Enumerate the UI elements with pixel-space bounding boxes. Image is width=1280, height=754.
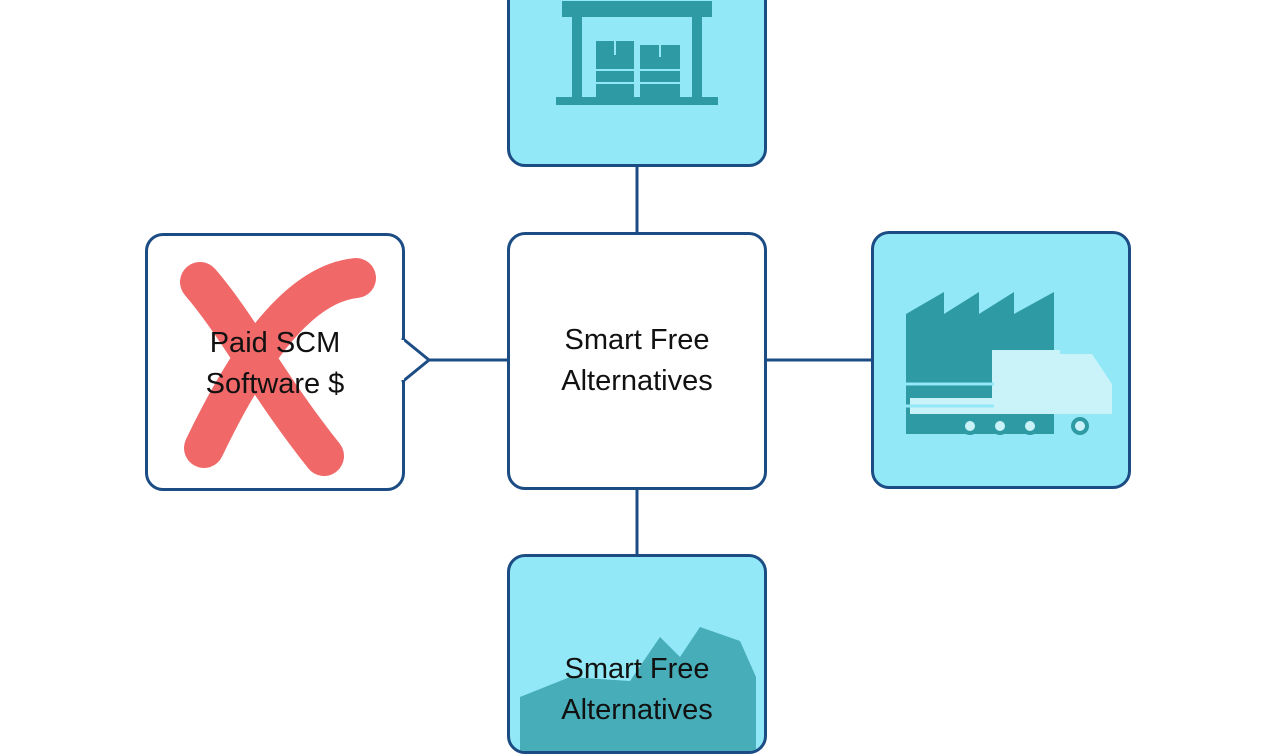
paid-label-line2: Software $ (205, 368, 345, 400)
factory-truck-icon (906, 292, 1112, 435)
diagram: Smart Free Alternatives Paid SCM Softwar… (145, 0, 1131, 754)
center-label-line2: Alternatives (561, 365, 713, 397)
connectors (425, 165, 873, 556)
bottom-label-line1: Smart Free (564, 653, 710, 685)
node-center: Smart Free Alternatives (507, 232, 767, 490)
node-paid-software: Paid SCM Software $ (145, 233, 405, 491)
center-label-line1: Smart Free (564, 324, 710, 356)
bottom-label-line2: Alternatives (561, 694, 713, 726)
node-warehouse (507, 0, 767, 167)
speech-pointer (401, 336, 431, 384)
warehouse-icon (556, 1, 718, 105)
node-logistics (871, 231, 1131, 489)
node-bottom: Smart Free Alternatives (507, 554, 767, 754)
cross-icon (180, 258, 376, 476)
paid-label-line1: Paid SCM (209, 327, 341, 359)
